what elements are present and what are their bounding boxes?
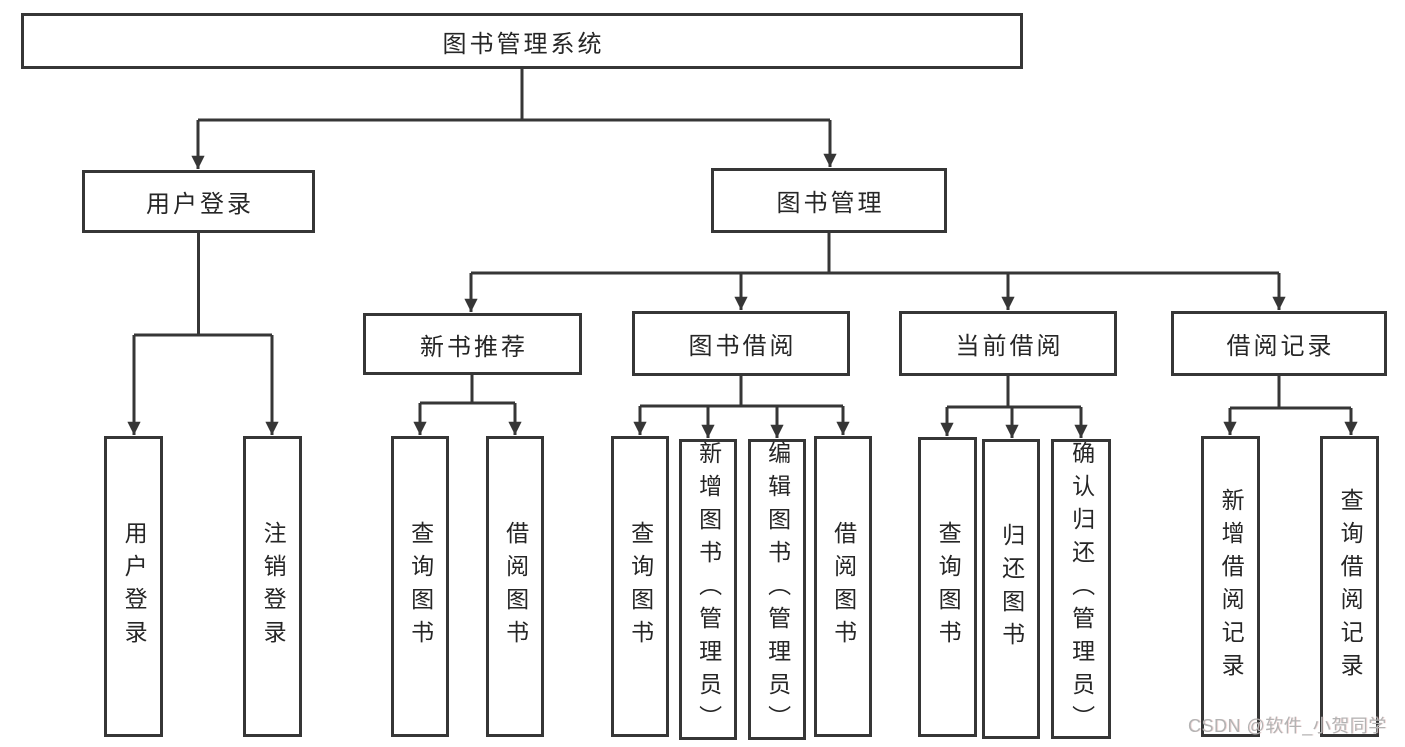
leaf-add-borrow-record: 新增借阅记录 <box>1201 436 1260 737</box>
connector-borrow-record <box>1230 376 1351 410</box>
connector-user-login <box>134 233 272 337</box>
connector-book-borrow <box>640 376 843 408</box>
connector-current-borrow <box>947 376 1081 409</box>
leaf-query-borrow-record: 查询借阅记录 <box>1320 436 1379 737</box>
leaf-user-login: 用户登录 <box>104 436 163 737</box>
leaf-logout: 注销登录 <box>243 436 302 737</box>
node-book-mgmt: 图书管理 <box>711 168 947 233</box>
connector-book-mgmt <box>471 233 1279 275</box>
connector-root <box>198 69 830 122</box>
leaf-edit-book-admin: 编辑图书（管理员） <box>748 439 806 740</box>
connector-new-book <box>420 375 515 405</box>
node-book-borrow: 图书借阅 <box>632 311 850 376</box>
leaf-query-book-1: 查询图书 <box>391 436 449 737</box>
node-root: 图书管理系统 <box>21 13 1023 69</box>
leaf-add-book-admin: 新增图书（管理员） <box>679 439 737 740</box>
leaf-confirm-return-admin: 确认归还（管理员） <box>1051 439 1111 739</box>
leaf-query-book-3: 查询图书 <box>918 437 977 737</box>
node-current-borrow: 当前借阅 <box>899 311 1117 376</box>
leaf-return-book: 归还图书 <box>982 439 1040 739</box>
node-borrow-record: 借阅记录 <box>1171 311 1387 376</box>
node-user-login: 用户登录 <box>82 170 315 233</box>
leaf-borrow-book-2: 借阅图书 <box>814 436 872 737</box>
watermark: CSDN @软件_小贺同学 <box>1188 716 1387 736</box>
node-new-book-rec: 新书推荐 <box>363 313 582 375</box>
leaf-borrow-book-1: 借阅图书 <box>486 436 544 737</box>
leaf-query-book-2: 查询图书 <box>611 436 669 737</box>
